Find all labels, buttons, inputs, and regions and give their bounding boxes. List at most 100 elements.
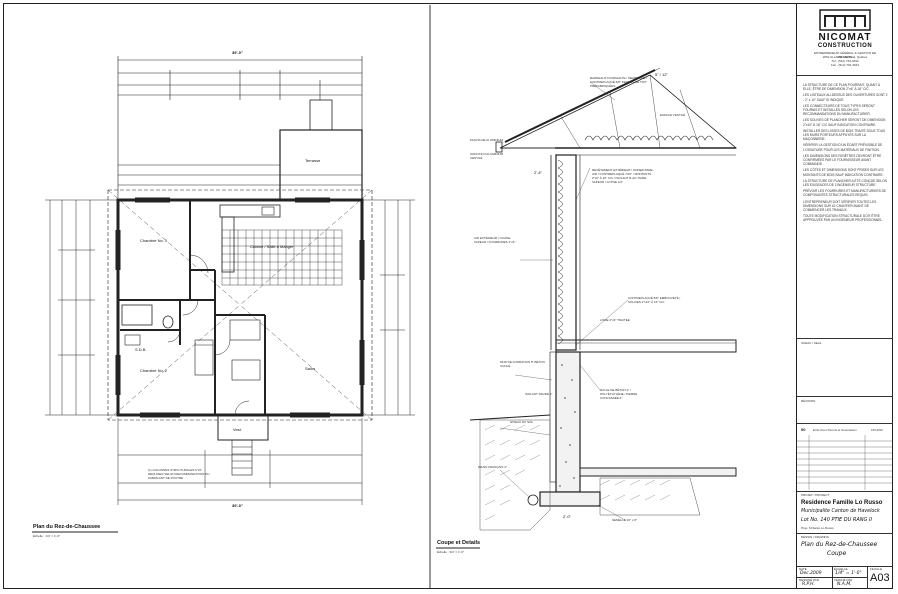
note-item: VÉRIFIER LA GESTION D'UN ÉCART PRÉVISIBL…: [803, 143, 883, 152]
label-drain: DRAIN FRANÇAIS 4": [478, 465, 507, 469]
floor-plan: [32, 56, 415, 533]
label-attic: ESPACE VENTILÉ: [660, 113, 686, 117]
sheet-border: [3, 3, 893, 589]
label-grade: NIVEAU DU SOL: [510, 420, 534, 424]
note-item: LES CÔTES ET DIMENSIONS SONT PRISES SUR …: [803, 168, 884, 177]
info-grid: DATE Dec.2009 ÉCHELLE 1/4" = 1'-0" DESSI…: [797, 566, 867, 589]
plan-dimensions-bottom: [117, 418, 363, 505]
note-item: LES DIMENSIONS DES FENÊTRES DEVRONT ÊTRE…: [803, 153, 882, 167]
drawing-title-1: Plan du Rez-de-Chaussee: [801, 541, 878, 548]
seal-label: SCEAU / SEAL: [801, 341, 822, 345]
room-label-vest: Vest.: [233, 427, 242, 432]
plan-scale: Échelle : 1/4" = 1'-0": [33, 534, 60, 538]
floor-assembly: [555, 339, 737, 353]
attic-insulation: [584, 135, 714, 141]
grade-line: [469, 414, 551, 421]
interior-walls: [118, 200, 266, 415]
drawing-label: DESSIN / DRAWING: [801, 535, 830, 539]
kitchen-counter-side: [221, 216, 235, 273]
project-owner: Prop. M.Santo Lo Russo: [801, 526, 834, 530]
french-drain: [527, 494, 539, 506]
date-label: DATE: [799, 567, 807, 571]
company-line-4: Fax : (514) 764-4644: [830, 63, 860, 67]
date-value: Dec.2009: [800, 571, 822, 576]
kitchen-tile-grid: [221, 229, 343, 286]
room-label-chambre-2: Chambre No. 2: [140, 368, 168, 373]
basement-slab: [579, 467, 737, 477]
label-insulation: ISOLANT RIGIDE 2": [525, 392, 553, 396]
logo-subtitle: CONSTRUCTION: [817, 43, 873, 49]
kitchen-sink: [261, 206, 275, 216]
gravel-bed: [599, 477, 701, 516]
roof-hip-lines: [107, 189, 373, 421]
roof-deck: [504, 69, 656, 143]
plan-dimensions-left: [45, 199, 118, 416]
nicomat-logo-icon: [819, 9, 871, 31]
logo-title: NICOMAT: [818, 32, 872, 43]
note-item: L'ENTREPRENEUR DOIT VÉRIFIER TOUTES LES …: [803, 199, 877, 213]
chimney: [309, 99, 333, 131]
exterior-walls: [116, 198, 364, 417]
door-swings: [167, 254, 250, 416]
note-item: LA STRUCTURE DE PLANCHER A ÉTÉ CONÇUE SE…: [803, 178, 887, 188]
note-item: LA STRUCTURE DE CE PLAN POURRAIT, QUANT …: [803, 83, 880, 92]
label-roof-slope: 5" / 12": [655, 72, 668, 77]
company-line-1: ENTREPRENEUR GÉNÉRAL & GESTION DE PROJET…: [813, 51, 877, 59]
revision-date: 15/12/09: [871, 428, 883, 432]
concrete-hatch: [559, 364, 576, 487]
overall-dimension-bottom: 39'-0": [232, 503, 243, 508]
sheet-number: A03: [870, 572, 890, 584]
room-label-sdb: S.D.B.: [135, 347, 147, 352]
bathtub: [121, 304, 153, 326]
checked-label: VÉRIFIÉ PAR: [834, 578, 853, 582]
plan-dimensions-right: [362, 199, 415, 416]
label-fascia: FASCIA DE ALUMINIUM: [470, 138, 504, 142]
fascia: [495, 141, 503, 153]
note-item: PRÉVOIR LES FOURRURES ET MANUFACTURIERS …: [803, 189, 887, 198]
note-item: INSTALLER DES LISSES DE BOIS TRAITÉ SOUS…: [803, 128, 886, 142]
section-scale: Échelle : 3/4" = 1'-0": [437, 550, 464, 554]
roof-shingles: [514, 67, 661, 139]
rigid-insulation: [549, 351, 557, 483]
plan-dimensions-top: [117, 56, 363, 198]
drawing-canvas: [32, 5, 738, 589]
room-label-chambre-1: Chambre No. 1: [140, 238, 168, 243]
label-foundation: MUR DE FONDATION 8" BÉTON COULÉ: [500, 360, 545, 368]
label-sill: LISSE 2"x6" TRAITÉE: [600, 318, 630, 322]
plan-title: Plan du Rez-de-Chaussee: [33, 524, 101, 530]
vanity: [124, 334, 141, 346]
company-logo-block: NICOMAT CONSTRUCTION ENTREPRENEUR GÉNÉRA…: [797, 3, 892, 73]
label-slab: DALLE DE BÉTON 4" / POLYÉTHYLÈNE / PIERR…: [600, 388, 638, 400]
note-item: LES LINTEAUX AU-DESSUS DES OUVERTURES SO…: [803, 93, 888, 102]
section-leaders: [499, 81, 629, 521]
title-block: NICOMAT CONSTRUCTION ENTREPRENEUR GÉNÉRA…: [796, 3, 893, 589]
note-item: LES SOLIVES DE PLANCHER SERONT DE DIMENS…: [803, 118, 886, 127]
revision-description: Emis Pour Permis et Soumission: [813, 428, 857, 432]
foundation-wall: [555, 351, 581, 493]
label-footing: SEMELLE 20" x 8": [612, 518, 637, 522]
entry-porch: [217, 414, 269, 441]
revision-number: 00: [801, 427, 806, 432]
closets: [194, 319, 261, 381]
note-item: TOUTE MODIFICATION STRUCTURALE DOIT ÊTRE…: [803, 214, 883, 223]
toilet: [162, 315, 174, 329]
dim-2-4: 2'-4": [534, 170, 542, 175]
entry-steps: [231, 439, 253, 476]
project-label: PROJET / PROJECT: [801, 493, 830, 497]
room-label-terrasse: Terrasse: [305, 158, 321, 163]
drawing-title-2: Coupe: [827, 550, 847, 557]
sheet-label: FEUILLE: [870, 567, 883, 571]
label-soffit: SOFFITE D'ALUMINIUM VENTILÉ: [470, 152, 504, 160]
wall-section: [436, 67, 738, 549]
roof-overhang: [107, 189, 373, 421]
checked-value: N.A.M.: [837, 582, 852, 587]
stud-wall: [555, 154, 577, 351]
note-item: LES CONNECTEURS DE TOUS TYPES SERONT FOU…: [803, 103, 875, 117]
revision-grid: [797, 435, 892, 490]
wall-insulation: [557, 159, 563, 345]
soil-hatch: [479, 419, 671, 531]
general-notes: LA STRUCTURE DE CE PLAN POURRAIT, QUANT …: [803, 83, 888, 225]
section-title: Coupe et Details: [437, 540, 481, 546]
project-lot: Lot No. 140 PTIE DU RANG II: [801, 517, 872, 523]
